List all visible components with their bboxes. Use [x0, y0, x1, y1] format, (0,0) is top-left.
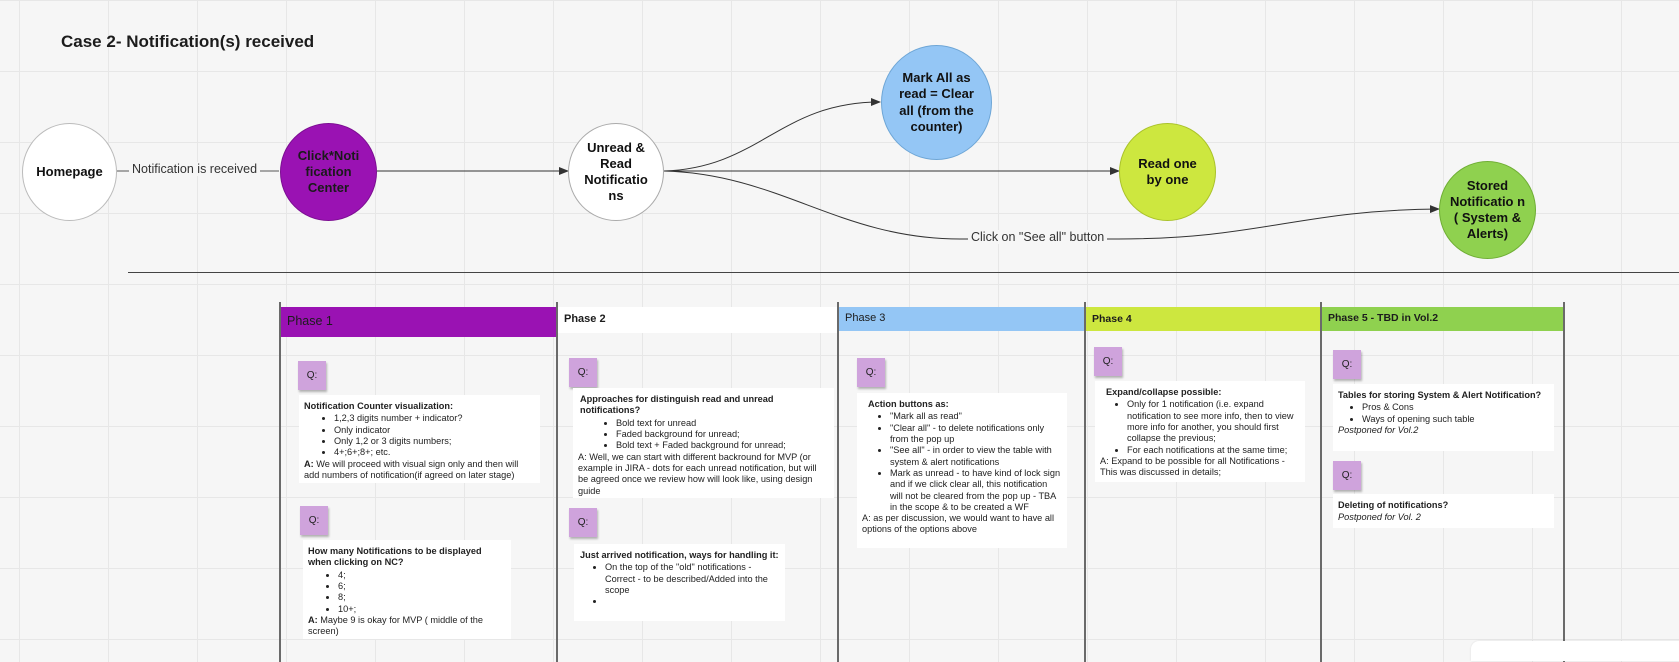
- question-sticky-note[interactable]: Q:: [300, 506, 328, 535]
- card-question: Approaches for distinguish read and unre…: [580, 394, 774, 416]
- card-answer: A: Well, we can start with different bac…: [578, 451, 817, 496]
- node-homepage[interactable]: Homepage: [22, 123, 117, 221]
- phase-column-line: [279, 302, 281, 662]
- card-tables-storing[interactable]: Tables for storing System & Alert Notifi…: [1333, 384, 1554, 451]
- card-question: Deleting of notifications?: [1338, 500, 1449, 510]
- edge-unread-to-mark-all: [663, 98, 881, 172]
- option-list: "Mark all as read" "Clear all" - to dele…: [862, 411, 1061, 513]
- phase-column-line: [1563, 302, 1565, 662]
- question-sticky-note[interactable]: Q:: [298, 361, 326, 390]
- card-answer: A: as per discussion, we would want to h…: [862, 513, 1055, 535]
- phase-2-label: Phase 2: [564, 313, 606, 325]
- option-item: 4+;6+;8+; etc.: [334, 447, 534, 458]
- question-sticky-note[interactable]: Q:: [1094, 347, 1122, 376]
- card-question: Notification Counter visualization:: [304, 401, 454, 411]
- node-mark-all-as-read[interactable]: Mark All as read = Clear all (from the c…: [881, 45, 992, 160]
- card-counter-visualization[interactable]: Notification Counter visualization: 1,2,…: [299, 395, 540, 483]
- option-list: Bold text for unread Faded background fo…: [578, 418, 828, 452]
- node-read-one-label: Read one by one: [1138, 155, 1197, 187]
- node-click-notification-center[interactable]: Click*Noti fication Center: [280, 123, 377, 221]
- card-how-many-notifications[interactable]: How many Notifications to be displayed w…: [303, 540, 511, 639]
- node-homepage-label: Homepage: [36, 163, 103, 179]
- answer-prefix: A:: [308, 614, 318, 625]
- option-list: On the top of the "old" notifications - …: [579, 562, 779, 607]
- card-answer: A: Maybe 9 is okay for MVP ( middle of t…: [308, 615, 505, 638]
- option-item: On the top of the "old" notifications - …: [605, 562, 779, 596]
- card-question: Expand/collapse possible:: [1106, 387, 1222, 397]
- card-just-arrived[interactable]: Just arrived notification, ways for hand…: [574, 544, 785, 621]
- phase-4-label: Phase 4: [1092, 313, 1132, 325]
- option-list: Only for 1 notification (i.e. expand not…: [1100, 399, 1299, 456]
- card-deleting-notifications[interactable]: Deleting of notifications? Postponed for…: [1333, 494, 1554, 528]
- card-question: Just arrived notification, ways for hand…: [580, 550, 779, 560]
- node-click-nc-label: Click*Noti fication Center: [297, 147, 360, 196]
- option-item: 8;: [338, 592, 505, 603]
- phase-5-label: Phase 5 - TBD in Vol.2: [1328, 312, 1439, 324]
- card-answer: A: We will proceed with visual sign only…: [304, 459, 534, 482]
- card-question: Action buttons as:: [868, 399, 949, 409]
- card-answer: A: Expand to be possible for all Notific…: [1100, 455, 1285, 478]
- option-list: 1,2,3 digits number + indicator? Only in…: [304, 413, 534, 458]
- option-item: "Clear all" - to delete notifications on…: [890, 423, 1061, 446]
- section-divider: [128, 272, 1679, 273]
- card-question: Tables for storing System & Alert Notifi…: [1338, 390, 1542, 400]
- option-item: Ways of opening such table: [1362, 414, 1548, 425]
- phase-3-header: Phase 3: [839, 307, 1084, 331]
- option-item: 6;: [338, 581, 505, 592]
- answer-text: Maybe 9 is okay for MVP ( middle of the …: [308, 614, 483, 637]
- node-stored-label: Stored Notificatio n ( System & Alerts): [1449, 177, 1526, 242]
- question-sticky-note[interactable]: Q:: [569, 358, 597, 387]
- question-sticky-note[interactable]: Q:: [1333, 461, 1361, 490]
- option-item: Bold text for unread: [616, 418, 828, 429]
- option-item: "See all" - in order to view the table w…: [890, 445, 1061, 468]
- question-sticky-note[interactable]: Q:: [569, 508, 597, 537]
- phase-1-label: Phase 1: [287, 314, 333, 328]
- card-expand-collapse[interactable]: Expand/collapse possible: Only for 1 not…: [1095, 381, 1305, 482]
- node-unread-read-label: Unread & Read Notificatio ns: [584, 139, 648, 204]
- node-stored-notifications[interactable]: Stored Notificatio n ( System & Alerts): [1439, 161, 1536, 259]
- option-item: 10+;: [338, 604, 505, 615]
- edge-unread-to-stored: [663, 170, 1440, 240]
- card-read-unread-approaches[interactable]: Approaches for distinguish read and unre…: [573, 388, 834, 498]
- phase-2-header: Phase 2: [558, 307, 837, 333]
- option-item: 4;: [338, 570, 505, 581]
- card-action-buttons[interactable]: Action buttons as: "Mark all as read" "C…: [857, 393, 1067, 548]
- phase-3-label: Phase 3: [845, 312, 886, 324]
- phase-4-header: Phase 4: [1086, 307, 1320, 331]
- bottom-panel-corner: [1471, 641, 1679, 661]
- phase-1-header: Phase 1: [281, 307, 556, 337]
- option-list: Pros & Cons Ways of opening such table: [1338, 402, 1548, 425]
- edge-label-notification-received: Notification is received: [129, 162, 261, 176]
- option-list: 4; 6; 8; 10+;: [308, 570, 505, 615]
- option-item: [605, 596, 779, 607]
- card-question: How many Notifications to be displayed w…: [308, 546, 482, 568]
- phase-column-line: [1084, 302, 1086, 662]
- page-title: Case 2- Notification(s) received: [61, 32, 315, 51]
- answer-text: We will proceed with visual sign only an…: [304, 458, 519, 480]
- option-item: For each notifications at the same time;: [1127, 445, 1299, 456]
- question-sticky-note[interactable]: Q:: [1333, 350, 1361, 379]
- answer-prefix: A:: [304, 458, 314, 469]
- phase-column-line: [556, 302, 558, 662]
- node-read-one-by-one[interactable]: Read one by one: [1119, 123, 1216, 221]
- option-item: 1,2,3 digits number + indicator?: [334, 413, 534, 424]
- option-item: Mark as unread - to have kind of lock si…: [890, 468, 1061, 513]
- option-item: "Mark all as read": [890, 411, 1061, 422]
- option-item: Only 1,2 or 3 digits numbers;: [334, 436, 534, 447]
- phase-column-line: [1320, 302, 1322, 662]
- node-unread-read-notifications[interactable]: Unread & Read Notificatio ns: [568, 123, 664, 221]
- phase-5-header: Phase 5 - TBD in Vol.2: [1322, 307, 1563, 331]
- option-item: Only for 1 notification (i.e. expand not…: [1127, 399, 1299, 444]
- option-item: Pros & Cons: [1362, 402, 1548, 413]
- option-item: Bold text + Faded background for unread;: [616, 440, 828, 451]
- node-mark-all-label: Mark All as read = Clear all (from the c…: [899, 70, 974, 134]
- option-item: Faded background for unread;: [616, 429, 828, 440]
- option-item: Only indicator: [334, 425, 534, 436]
- edge-label-see-all: Click on "See all" button: [968, 230, 1108, 244]
- card-note: Postponed for Vol. 2: [1338, 512, 1421, 523]
- card-note: Postponed for Vol.2: [1338, 424, 1419, 435]
- phase-column-line: [837, 302, 839, 662]
- question-sticky-note[interactable]: Q:: [857, 358, 885, 387]
